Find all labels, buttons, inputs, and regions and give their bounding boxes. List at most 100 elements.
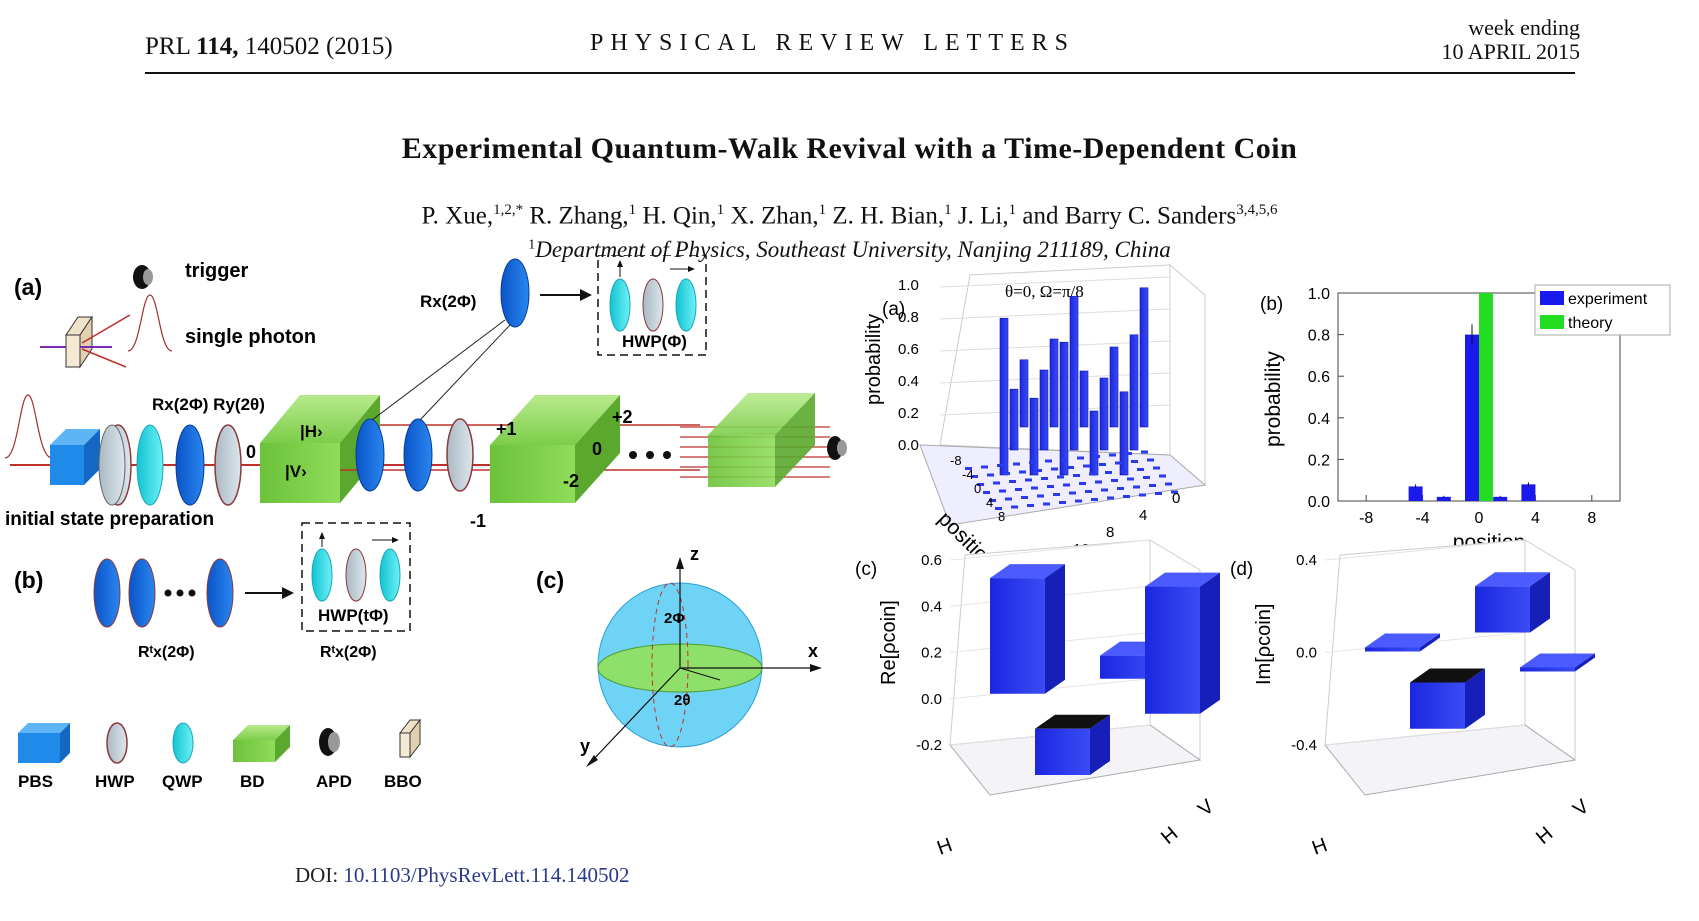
z-tick-label: 0.0 <box>921 691 942 708</box>
walk-bar <box>1089 410 1099 476</box>
walk-floor-bar <box>1059 501 1066 504</box>
col-label-v: V <box>1194 795 1219 821</box>
pos-m1-label: -1 <box>470 511 486 531</box>
legend-qwp-icon <box>172 722 194 764</box>
panel-a-label: (a) <box>14 274 42 300</box>
arrow-b-head <box>282 587 294 599</box>
gridline <box>1324 724 1526 746</box>
walk-floor-bar <box>1105 471 1112 474</box>
walk-bar <box>1039 369 1049 451</box>
experiment-bar <box>1465 334 1479 501</box>
walk-floor-bar <box>1079 482 1086 485</box>
walk-floor-bar <box>1109 453 1116 457</box>
col-label-h: H <box>1157 823 1182 849</box>
rx-ry-label: Rx(2Φ) Ry(2θ) <box>152 395 265 414</box>
walk-bar <box>1009 388 1019 451</box>
y-tick-label: 0.2 <box>1308 452 1330 469</box>
bloch-sphere <box>586 557 822 767</box>
qwp-prep-icon <box>136 424 164 506</box>
walk-bar <box>1049 338 1059 428</box>
y-tick-label: 0.0 <box>1308 494 1330 511</box>
z-tick-label: 0.6 <box>898 341 919 358</box>
density-bar-side <box>1530 572 1550 633</box>
x-tick-label: 8 <box>1587 510 1596 527</box>
walk-floor-bar <box>1131 460 1138 463</box>
walk-floor-bar <box>1091 498 1098 501</box>
walk-floor-bar <box>1063 483 1070 487</box>
beam-displacer-3-icon <box>708 393 815 487</box>
apd-detector-icon <box>827 436 847 460</box>
walk-floor-bar <box>1061 458 1068 461</box>
walk-floor-bar <box>1147 458 1154 462</box>
panel-label: (c) <box>855 559 877 580</box>
walk-floor-bar <box>1067 466 1074 469</box>
density-bar-top <box>990 564 1065 579</box>
walk-floor-bar <box>1155 492 1162 495</box>
doi-line: DOI: 10.1103/PhysRevLett.114.140502 <box>295 863 629 888</box>
density-bar-top <box>1410 668 1485 683</box>
walk-floor-bar <box>1073 474 1080 477</box>
author-affiliation-sup: 1 <box>818 202 827 218</box>
setup-schematic: (a) trigger single photon <box>4 255 847 791</box>
gridline <box>1324 539 1526 561</box>
chart-a-title: θ=0, Ω=π/8 <box>1005 282 1084 301</box>
density-bar-front <box>1100 655 1155 679</box>
walk-floor-bar <box>977 483 984 486</box>
walk-floor-bar <box>1035 469 1042 472</box>
walk-floor-bar <box>1117 487 1124 490</box>
hwp-prep-2-icon <box>214 424 242 506</box>
density-bar-front <box>1410 682 1465 729</box>
walk-floor-bar <box>1075 499 1082 503</box>
walk-bar <box>1119 391 1129 476</box>
density-bar-side <box>1200 572 1220 714</box>
walk-floor-bar <box>1043 502 1050 506</box>
density-bar-top <box>1475 572 1550 587</box>
pos-0a-label: 0 <box>246 442 256 462</box>
col-label-h: H <box>1532 823 1557 849</box>
pbs-cube-icon <box>50 429 100 485</box>
experiment-bar <box>1493 496 1508 501</box>
density-bar-front <box>1475 586 1530 633</box>
z-tick-label: 0.8 <box>898 309 919 326</box>
walk-floor-bar <box>1037 494 1044 498</box>
ellipsis-dots-icon <box>629 451 671 459</box>
position-tick-label: 4 <box>986 495 993 510</box>
walk-floor-bar <box>1115 461 1122 465</box>
walk-floor-bar <box>999 489 1006 493</box>
header-rule <box>145 72 1575 74</box>
walk-bar <box>1059 341 1069 476</box>
journal-name: PHYSICAL REVIEW LETTERS <box>590 30 1075 56</box>
chart-b-position-distribution: (b)0.00.20.40.60.81.0-8-4048positionprob… <box>1260 284 1671 554</box>
rotator-prep-icon <box>175 424 205 506</box>
author-name: J. Li, <box>951 202 1009 230</box>
beam-displacer-2-icon <box>490 395 620 503</box>
doi-link[interactable]: 10.1103/PhysRevLett.114.140502 <box>343 863 630 887</box>
walk-floor-bar <box>1095 480 1102 484</box>
bloch-z-label: z <box>690 544 699 564</box>
affiliation-text: Department of Physics, Southeast Univers… <box>535 237 1171 262</box>
experiment-bar <box>1521 484 1536 501</box>
y-tick-label: 0.6 <box>1308 369 1330 386</box>
density-bar-front <box>1145 586 1200 714</box>
density-bar-side <box>1045 564 1065 694</box>
walk-floor-bar <box>1009 480 1016 483</box>
walk-floor-bar <box>1045 459 1052 463</box>
walk-floor-bar <box>1003 472 1010 475</box>
legend-bbo-icon <box>398 718 422 759</box>
walk-floor-bar <box>987 473 994 477</box>
z-tick-label: 0.4 <box>1296 552 1317 569</box>
bbo-crystal-icon <box>40 314 131 369</box>
walk-floor-bar <box>1101 488 1108 492</box>
walk-bar <box>999 317 1009 476</box>
author-affiliation-sup: 1 <box>1008 202 1017 218</box>
legend-hwp-icon <box>106 722 128 764</box>
density-bar-top <box>1145 572 1220 587</box>
input-pulse-icon <box>4 394 53 459</box>
experiment-bar <box>1408 486 1423 501</box>
density-bar-side <box>1090 714 1110 775</box>
z-tick-label: 0.4 <box>898 373 919 390</box>
z-tick-label: -0.4 <box>1291 737 1317 754</box>
density-bar-front <box>1035 728 1090 775</box>
hwp-phi-label: HWP(Φ) <box>622 332 687 351</box>
walk-floor-bar <box>1069 491 1076 495</box>
